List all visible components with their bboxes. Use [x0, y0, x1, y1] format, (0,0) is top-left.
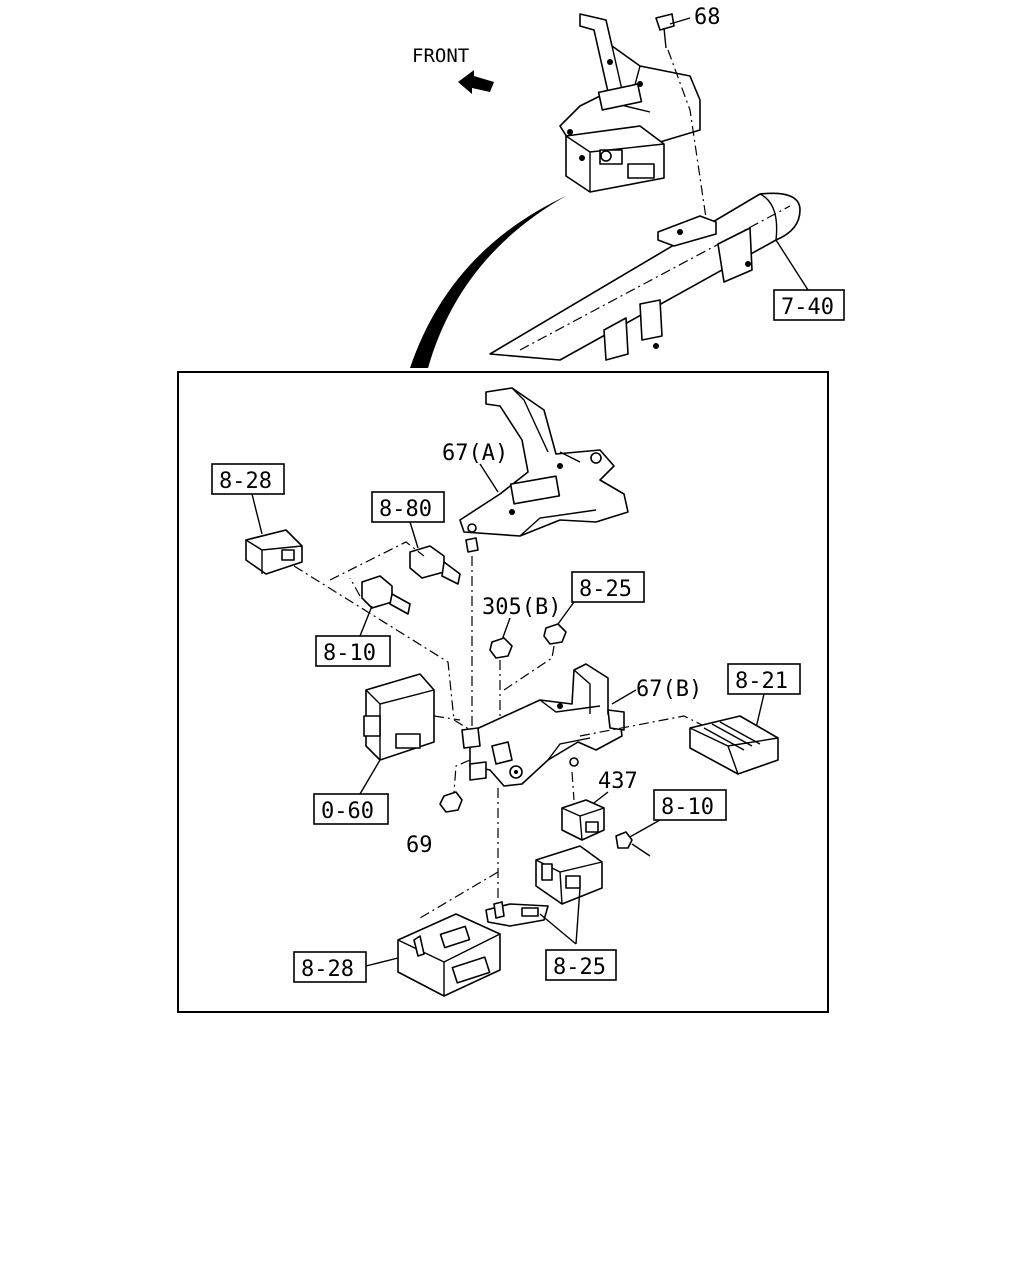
connector-8-10-right	[615, 831, 633, 849]
callout-67a: 67(A)	[442, 441, 508, 466]
detail-frame	[177, 371, 829, 1013]
callout-68: 68	[694, 5, 721, 30]
callout-0-60: 0-60	[321, 799, 374, 824]
callout-8-25-top: 8-25	[579, 577, 632, 602]
plate-8-25	[485, 901, 549, 927]
relay-437	[561, 799, 605, 841]
callout-8-21: 8-21	[735, 669, 788, 694]
bracket-67b	[461, 663, 625, 787]
cross-beam	[489, 192, 801, 361]
callout-box-7-40	[773, 289, 845, 321]
connector-8-28-top	[245, 529, 303, 575]
callout-7-40: 7-40	[781, 295, 834, 320]
bracket-67a	[459, 387, 629, 537]
module-0-60	[363, 673, 435, 761]
callout-box-0-60	[313, 793, 389, 825]
bolt-67a	[465, 537, 479, 553]
callout-8-28-bottom: 8-28	[301, 957, 354, 982]
nut-69	[439, 791, 463, 813]
callout-box-8-80	[371, 491, 445, 523]
callout-305b: 305(B)	[482, 595, 561, 620]
callout-box-8-25-bottom	[545, 949, 617, 981]
nut-8-25-top	[543, 623, 567, 645]
callout-437: 437	[598, 769, 638, 794]
bolt-68	[655, 13, 691, 49]
callout-8-80: 8-80	[379, 497, 432, 522]
callout-box-8-28-bottom	[293, 951, 367, 983]
nut-305b	[489, 637, 513, 659]
callout-box-8-10-right	[653, 789, 727, 821]
connector-8-10-left	[361, 575, 411, 615]
connector-8-21	[689, 715, 779, 775]
front-label: FRONT	[412, 45, 469, 67]
top-bracket-assembly	[559, 13, 701, 193]
module-8-25	[535, 845, 603, 905]
callout-box-8-10-left	[315, 635, 391, 667]
callout-8-10-left: 8-10	[323, 641, 376, 666]
module-8-28-bottom	[397, 913, 501, 997]
front-arrow-icon	[458, 70, 494, 94]
callout-8-10-right: 8-10	[661, 795, 714, 820]
connector-8-80	[409, 545, 461, 585]
callout-69: 69	[406, 833, 433, 858]
detail-sweep	[410, 196, 566, 368]
callout-8-25-bottom: 8-25	[553, 955, 606, 980]
callout-box-8-25-top	[571, 571, 645, 603]
callout-67b: 67(B)	[636, 677, 702, 702]
callout-box-8-28-top	[211, 463, 285, 495]
callout-8-28-top: 8-28	[219, 469, 272, 494]
